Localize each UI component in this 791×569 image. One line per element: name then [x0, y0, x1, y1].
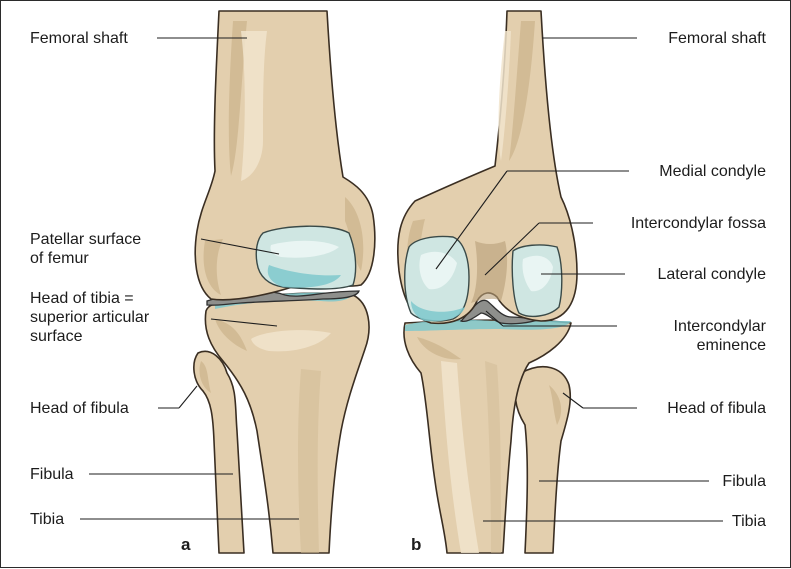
fibula-b [515, 367, 570, 553]
label-femoral-shaft-b: Femoral shaft [668, 29, 766, 48]
label-patellar-surface-line2: of femur [30, 249, 89, 268]
label-fibula-b: Fibula [722, 472, 766, 491]
label-head-of-fibula-a: Head of fibula [30, 399, 129, 418]
label-head-of-tibia-line3: surface [30, 327, 82, 346]
label-lateral-condyle: Lateral condyle [657, 265, 766, 284]
panel-label-a: a [181, 535, 190, 554]
panel-label-b: b [411, 535, 421, 554]
label-fibula-a: Fibula [30, 465, 74, 484]
label-patellar-surface-line1: Patellar surface [30, 230, 141, 249]
label-intercondylar-fossa: Intercondylar fossa [631, 214, 766, 233]
knee-anterior-view [194, 11, 375, 553]
label-medial-condyle: Medial condyle [659, 162, 766, 181]
label-intercondylar-eminence-line1: Intercondylar [674, 317, 767, 336]
knee-posterior-view [398, 11, 577, 553]
label-tibia-b: Tibia [732, 512, 766, 531]
label-head-of-tibia-line2: superior articular [30, 308, 149, 327]
label-head-of-fibula-b: Head of fibula [667, 399, 766, 418]
label-tibia-a: Tibia [30, 510, 64, 529]
fibula-a [194, 351, 244, 553]
label-femoral-shaft-a: Femoral shaft [30, 29, 128, 48]
label-head-of-tibia-line1: Head of tibia = [30, 289, 134, 308]
label-intercondylar-eminence-line2: eminence [697, 336, 766, 355]
